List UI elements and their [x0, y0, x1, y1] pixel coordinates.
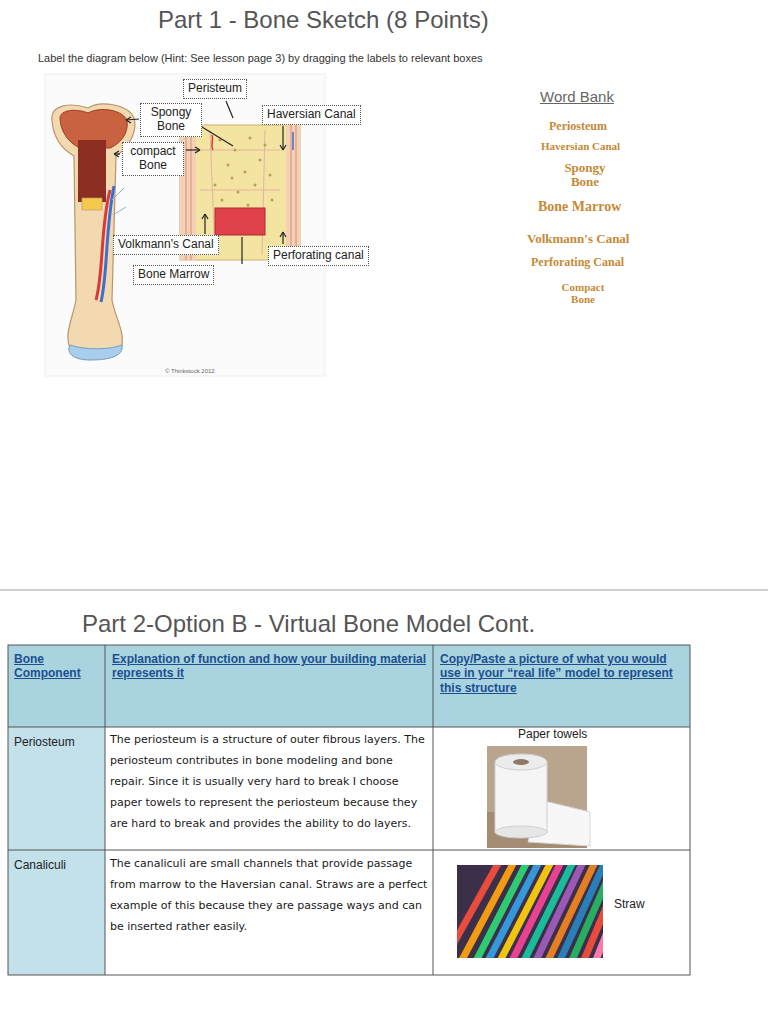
label-box: compact Bone	[122, 142, 184, 176]
instruction-text: Label the diagram below (Hint: See lesso…	[38, 52, 558, 65]
copyright-note: © Thinkstock 2012	[165, 368, 215, 375]
section-title: Part 2-Option B - Virtual Bone Model Con…	[82, 610, 535, 639]
picture-caption: Straw	[614, 897, 645, 911]
picture-caption: Paper towels	[518, 727, 587, 741]
word-bank-heading: Word Bank	[540, 88, 614, 106]
word-bank-item: Compact Bone	[557, 281, 609, 305]
label-box: Volkmann's Canal	[113, 235, 219, 255]
label-box: Bone Marrow	[133, 265, 214, 285]
word-bank-item: Perforating Canal	[531, 256, 624, 269]
handwritten-label: Bone Marrow	[138, 267, 209, 281]
table-header: Explanation of function and how your bui…	[112, 652, 427, 681]
straws-picture	[457, 865, 603, 958]
handwritten-answer: The canaliculi are small channels that p…	[110, 853, 430, 937]
label-box: Perforating canal	[268, 246, 369, 266]
word-bank-item: Spongy Bone	[551, 161, 619, 190]
row-heading: Periosteum	[14, 735, 102, 749]
label-box: Peristeum	[183, 79, 247, 99]
word-bank-item: Volkmann's Canal	[527, 232, 629, 246]
label-box: Spongy Bone	[140, 103, 202, 137]
handwritten-label: Spongy Bone	[151, 105, 192, 133]
handwritten-label: Volkmann's Canal	[118, 237, 214, 251]
table-header: Copy/Paste a picture of what you would u…	[440, 652, 685, 695]
paper-towel-picture	[487, 746, 590, 848]
handwritten-answer: The periosteum is a structure of outer f…	[110, 729, 430, 834]
word-bank-item: Haversian Canal	[541, 140, 620, 152]
table-grid	[8, 645, 690, 975]
leader-lines	[114, 101, 286, 264]
handwritten-label: Peristeum	[188, 81, 242, 95]
word-bank-item: Bone Marrow	[538, 199, 621, 214]
page-title: Part 1 - Bone Sketch (8 Points)	[158, 6, 489, 35]
handwritten-label: compact Bone	[130, 144, 175, 172]
word-bank-item: Periosteum	[549, 120, 607, 133]
handwritten-label: Haversian Canal	[267, 107, 356, 121]
row-heading: Canaliculi	[14, 858, 102, 872]
handwritten-label: Perforating canal	[273, 248, 364, 262]
label-box: Haversian Canal	[262, 105, 361, 125]
table-header: Bone Component	[14, 652, 102, 681]
page-separator	[0, 589, 768, 591]
